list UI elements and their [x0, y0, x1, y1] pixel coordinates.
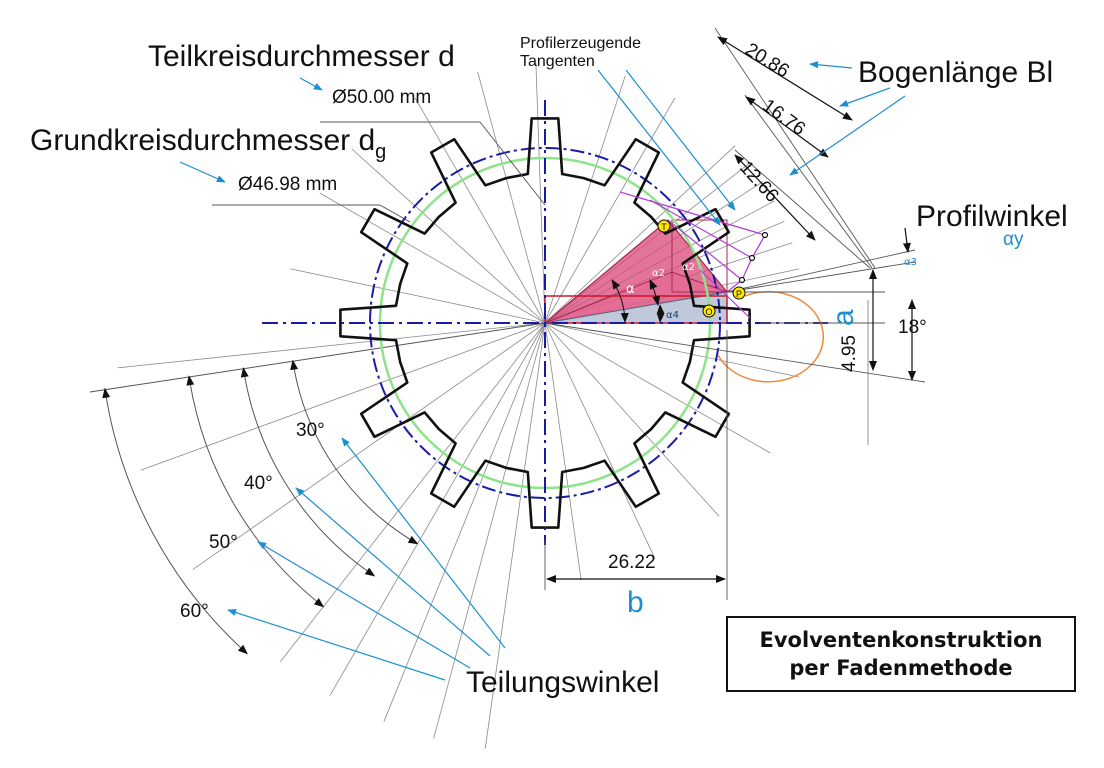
construction-ray: [544, 322, 656, 559]
profile-angle-arrow: [902, 227, 911, 253]
tangent-point: [738, 276, 746, 284]
construction-ray: [140, 322, 546, 471]
title-line-2: per Fadenmethode: [789, 656, 1013, 680]
dim-ext-20-86: [714, 27, 876, 269]
teilkreis-value: Ø50.00 mm: [332, 87, 432, 108]
construction-ray: [414, 97, 546, 324]
profilwinkel-label: Profilwinkel: [916, 200, 1068, 233]
construction-ray: [351, 148, 546, 324]
tangent-point: [761, 231, 769, 239]
title-box: Evolventenkonstruktion per Fadenmethode: [726, 616, 1076, 692]
construction-ray: [544, 322, 582, 581]
angle-30: 30°: [296, 420, 325, 441]
blue-arrow-bogen-2: [839, 87, 891, 107]
construction-ray: [192, 322, 546, 570]
grundkreis-leader-2: [379, 204, 411, 223]
profile-line: [726, 261, 916, 293]
construction-ray: [279, 322, 546, 663]
alpha4-label: α4: [666, 310, 679, 321]
construction-ray: [117, 322, 546, 369]
blue-arrow-teil-3: [257, 541, 471, 669]
pitch-reference-line: [89, 322, 546, 393]
pitch-angle-arcs: [102, 359, 419, 655]
tangent-line-1: [649, 199, 753, 259]
tangent-line-2: [667, 219, 743, 281]
title-line-1: Evolventenkonstruktion: [759, 627, 1043, 652]
alpha3-label: α3: [904, 257, 917, 268]
teilkreis-leader-2: [479, 121, 546, 206]
blue-arrow-tangent-1: [597, 69, 721, 226]
construction-ray: [544, 97, 676, 324]
construction-ray: [329, 322, 546, 696]
teilkreis-label: Teilkreisdurchmesser d: [148, 40, 455, 73]
blue-arrow-teilkreis: [299, 77, 323, 91]
pitch-angle-arc: [102, 387, 248, 655]
angle18-ext: [544, 322, 926, 383]
angle-40: 40°: [244, 473, 273, 494]
alpha-label: α: [626, 282, 635, 297]
profile-line-2: [726, 249, 916, 293]
alpha-y-label: αy: [1003, 229, 1024, 250]
alpha2-label-2: α2: [682, 262, 695, 273]
marker-t: T: [657, 219, 671, 233]
angle-50: 50°: [209, 532, 238, 553]
alpha-arc: [611, 279, 629, 323]
b-label: b: [627, 586, 644, 619]
rect-outline: [671, 219, 728, 293]
dim-line-20-86: [717, 36, 853, 121]
angle-18-label: 18°: [898, 317, 927, 338]
blue-arrow-teil-1: [341, 437, 506, 649]
svg-text:P: P: [736, 289, 742, 299]
teilungswinkel-label: Teilungswinkel: [466, 666, 660, 699]
grundkreis-value: Ø46.98 mm: [238, 174, 338, 195]
svg-text:O: O: [705, 307, 712, 317]
angle-60: 60°: [180, 601, 209, 622]
a-label: a: [827, 309, 860, 326]
construction-ray: [383, 322, 546, 722]
dim-value-a: 4.95: [839, 335, 860, 372]
gear-outline: [339, 117, 751, 529]
dim-line-12-66: [734, 154, 816, 241]
construction-ray: [484, 322, 546, 749]
orange-arc: [717, 291, 825, 383]
bogenlaenge-label: Bogenlänge Bl: [858, 56, 1054, 89]
tangenten-label-line2: Tangenten: [520, 53, 595, 70]
construction-ray: [535, 63, 546, 324]
alpha2-label: α2: [652, 268, 665, 279]
blue-arrow-teil-2: [295, 487, 491, 657]
blue-arrow-tangent-2: [625, 69, 736, 211]
tangent-point: [748, 254, 756, 262]
construction-ray: [477, 71, 546, 324]
dim-line-16-76: [745, 96, 829, 158]
construction-rays: [89, 63, 800, 749]
tangent-line-3: [699, 269, 751, 319]
blue-arrow-teil-4: [227, 609, 446, 681]
blue-arrow-bogen-1: [809, 61, 853, 69]
marker-p: P: [732, 286, 746, 300]
construction-ray: [544, 322, 720, 517]
construction-ray: [433, 322, 546, 739]
tangenten-label-line1: Profilerzeugende: [520, 35, 641, 52]
construction-ray: [544, 322, 800, 378]
dim-value-b: 26.22: [608, 552, 656, 573]
blue-arrow-grundkreis: [179, 161, 226, 183]
construction-ray: [290, 268, 546, 324]
grundkreis-label: Grundkreisdurchmesser dg: [30, 124, 387, 163]
blue-arrow-bogen-3: [789, 95, 906, 176]
construction-ray: [544, 75, 626, 324]
construction-ray: [319, 192, 546, 324]
construction-ray: [544, 145, 736, 324]
construction-ray: [544, 322, 771, 454]
marker-o: O: [702, 304, 716, 318]
svg-text:T: T: [661, 222, 667, 232]
